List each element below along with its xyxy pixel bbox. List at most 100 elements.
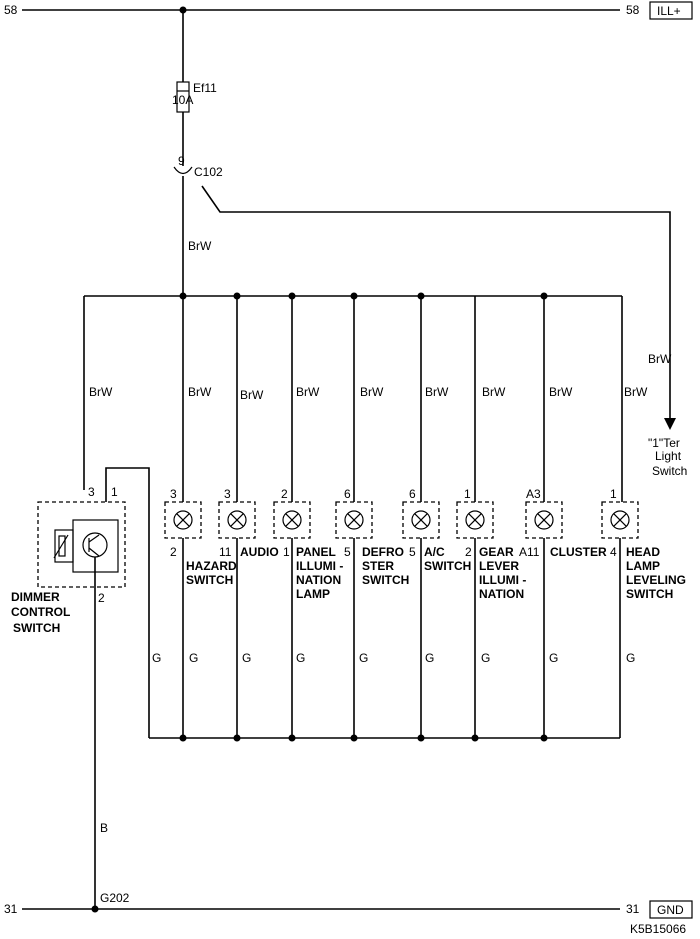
- lamp-head-lamp-leveling-switch: 1 4 HEAD LAMP LEVELING SWITCH: [601, 487, 686, 601]
- light-switch-label-line2: Light: [655, 449, 682, 463]
- lamp-bulb-cross: [347, 513, 361, 527]
- lamp-label-line: LEVER: [479, 559, 519, 573]
- lamp-pin-top: 2: [281, 487, 288, 501]
- g-bus-junction: [288, 734, 296, 742]
- dimmer-rheostat-resistor: [58, 535, 66, 557]
- dimmer-pin-3: 3: [88, 485, 95, 499]
- lamp-label-line: LEVELING: [626, 573, 686, 587]
- bottom-rail-right-num: 31: [626, 902, 640, 916]
- lamp-bulb-cross: [414, 513, 428, 527]
- lamp-label-line: NATION: [296, 573, 341, 587]
- lamp-outline: [525, 501, 563, 539]
- lamp-bulb-icon: [465, 510, 485, 530]
- lamp-pin-top: 6: [409, 487, 416, 501]
- light-switch-label-line1: "1"Ter: [648, 436, 680, 450]
- lamp-bulb-icon: [411, 510, 431, 530]
- lamp-audio: 3 11 AUDIO: [218, 487, 279, 559]
- lamp-pin-bottom: 2: [170, 545, 177, 559]
- dimmer-output-wire-label: G: [152, 651, 161, 665]
- top-rail-left-num: 58: [4, 3, 18, 17]
- fuse-name: Ef11: [193, 81, 217, 95]
- lamp-label-line: LAMP: [626, 559, 660, 573]
- brw-drop-dimmer-label: BrW: [89, 385, 113, 399]
- g-bus-junction: [417, 734, 425, 742]
- lamp-label-line: ILLUMI -: [296, 559, 343, 573]
- lamp-gear-lever-illumination: 1 2 GEAR LEVER ILLUMI - NATION: [456, 487, 526, 601]
- lamp-bulb-cross: [230, 513, 244, 527]
- lamp-label-line: NATION: [479, 587, 524, 601]
- brw-drop-audio-label: BrW: [240, 388, 264, 402]
- brw-drop-panel-label: BrW: [296, 385, 320, 399]
- brw-drop-cluster-label: BrW: [549, 385, 573, 399]
- bottom-rail-left-num: 31: [4, 902, 18, 916]
- g-wire-headlamp-label: G: [626, 651, 635, 665]
- dimmer-transistor-collector: [88, 534, 100, 543]
- brw-drop-headlamp-label: BrW: [624, 385, 648, 399]
- connector-name: C102: [194, 165, 223, 179]
- dimmer-rheostat-box: [54, 529, 74, 563]
- g-bus-junction: [233, 734, 241, 742]
- lamp-bulb-cross: [285, 513, 299, 527]
- lamp-panel-illumination: 2 1 PANEL ILLUMI - NATION LAMP: [273, 487, 343, 601]
- lamp-pin-bottom: 5: [344, 545, 351, 559]
- dimmer-label-line2: CONTROL: [11, 605, 70, 619]
- lamp-bulb-icon: [610, 510, 630, 530]
- lamp-pin-bottom: 11: [219, 545, 232, 559]
- lamp-cluster: A3 A11 CLUSTER: [519, 487, 607, 559]
- lamp-label-line: AUDIO: [240, 545, 279, 559]
- dimmer-rheostat-arrow: [53, 534, 69, 559]
- lamp-outline: [273, 501, 311, 539]
- lamp-bulb-cross: [613, 513, 627, 527]
- lamp-label-line: PANEL: [296, 545, 336, 559]
- dimmer-label-line3: SWITCH: [13, 621, 60, 635]
- lamp-label-line: HEAD: [626, 545, 660, 559]
- lamp-bulb-icon: [534, 510, 554, 530]
- g-bus-junctions: [179, 734, 548, 742]
- g-bus-junction: [540, 734, 548, 742]
- lamp-pin-top: 1: [464, 487, 471, 501]
- diagram-id: K5B15066: [630, 922, 686, 936]
- lamp-outline: [335, 501, 373, 539]
- g-wire-cluster-label: G: [549, 651, 558, 665]
- g-wire-defroster-label: G: [359, 651, 368, 665]
- light-switch-label-line3: Switch: [652, 464, 687, 478]
- lamp-label-line: CLUSTER: [550, 545, 607, 559]
- lamp-outline: [218, 501, 256, 539]
- lamp-bulb-icon: [227, 510, 247, 530]
- lamp-hazard-switch: 3 2 HAZARD SWITCH: [164, 487, 237, 587]
- g-bus-junction: [179, 734, 187, 742]
- lamp-pin-bottom: A11: [519, 545, 540, 559]
- brw-main-trunk-label: BrW: [188, 239, 212, 253]
- dimmer-ground-wire-label: B: [100, 821, 108, 835]
- lamp-outline: [164, 501, 202, 539]
- gnd-tag-box: [649, 900, 693, 919]
- dimmer-pin-2: 2: [98, 591, 105, 605]
- connector-c102-symbol: [173, 166, 193, 175]
- g-wire-gear-label: G: [481, 651, 490, 665]
- lamp-pin-top: 1: [610, 487, 617, 501]
- g-wire-panel-label: G: [296, 651, 305, 665]
- lamp-pin-bottom: 5: [409, 545, 416, 559]
- lamp-outline: [601, 501, 639, 539]
- lamp-bulb-cross: [537, 513, 551, 527]
- brw-drop-ac-label: BrW: [425, 385, 449, 399]
- g-wire-hazard-label: G: [189, 651, 198, 665]
- ground-point-label: G202: [100, 891, 130, 905]
- lamp-pin-top: 3: [170, 487, 177, 501]
- g-bus-junction: [350, 734, 358, 742]
- lamp-label-line: LAMP: [296, 587, 330, 601]
- dimmer-label-line1: DIMMER: [11, 590, 60, 604]
- dimmer-transistor-emitter: [88, 547, 100, 557]
- brw-drop-hazard-label: BrW: [188, 385, 212, 399]
- fuse-rating: 10A: [172, 93, 193, 107]
- light-switch-branch-wire: [201, 185, 671, 420]
- lamp-label-line: ILLUMI -: [479, 573, 526, 587]
- g-wire-audio-label: G: [242, 651, 251, 665]
- connector-pin: 9: [178, 154, 185, 168]
- g-wire-ac-label: G: [425, 651, 434, 665]
- lamp-bulb-icon: [344, 510, 364, 530]
- lamp-outline: [456, 501, 494, 539]
- dimmer-switch-outline: [37, 501, 126, 588]
- lamp-pin-top: A3: [526, 487, 541, 501]
